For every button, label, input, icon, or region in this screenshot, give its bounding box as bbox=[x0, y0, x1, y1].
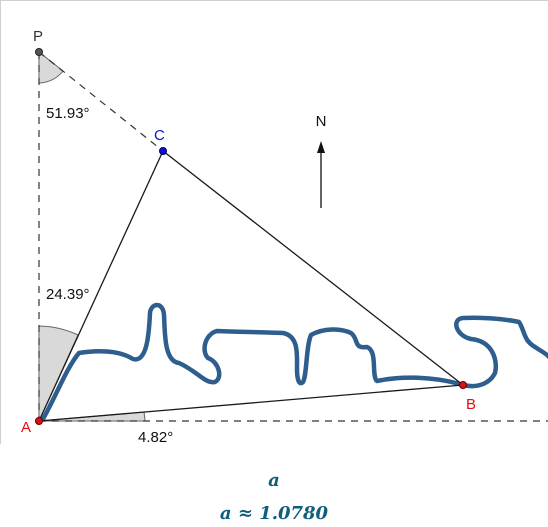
dashed-line-P-C bbox=[38, 51, 164, 152]
point-C[interactable] bbox=[159, 147, 167, 155]
angle-label-A-vertical: 24.39° bbox=[46, 286, 90, 303]
segment-C-B bbox=[162, 150, 464, 386]
point-A[interactable] bbox=[35, 417, 43, 425]
river-curve bbox=[40, 302, 548, 422]
geometry-canvas[interactable]: N P C A B 51.93° 24.39° 4.82° bbox=[0, 0, 548, 445]
formula-variable: a bbox=[268, 470, 280, 491]
angle-label-P: 51.93° bbox=[46, 105, 90, 122]
geometry-drawing[interactable]: N P C A B 51.93° 24.39° 4.82° bbox=[1, 1, 548, 445]
north-label: N bbox=[316, 113, 327, 130]
north-arrow-head bbox=[317, 141, 325, 153]
label-B: B bbox=[466, 396, 476, 413]
point-P[interactable] bbox=[35, 48, 43, 56]
label-C: C bbox=[154, 127, 165, 144]
point-B[interactable] bbox=[459, 381, 467, 389]
label-P: P bbox=[33, 28, 43, 45]
segment-A-B bbox=[38, 384, 464, 422]
angle-sector-P bbox=[38, 50, 64, 84]
formula-value: a ≈ 1.0780 bbox=[219, 503, 329, 524]
label-A: A bbox=[21, 419, 31, 436]
segment-A-C bbox=[38, 150, 164, 422]
angle-label-A-horizontal: 4.82° bbox=[138, 429, 173, 445]
